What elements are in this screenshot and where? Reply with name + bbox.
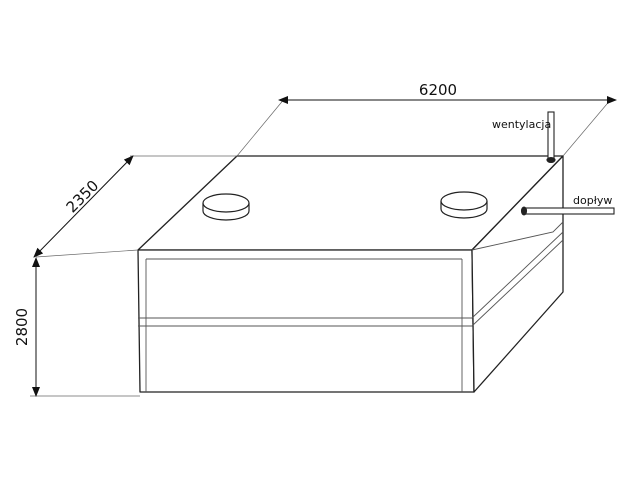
manhole-right	[440, 191, 488, 219]
front-seam-lower	[138, 239, 564, 327]
height-label: 2800	[13, 308, 31, 346]
dimension-lines	[32, 96, 617, 397]
inflow-label: dopływ	[573, 194, 612, 207]
ventilation-pipe	[546, 111, 556, 164]
tank-front-face	[137, 249, 475, 393]
tank-edges	[138, 221, 564, 392]
top-rim-side	[471, 221, 564, 251]
tank-side-face	[471, 155, 564, 393]
front-seam	[138, 231, 564, 319]
ventilation-label: wentylacja	[492, 118, 551, 131]
dim-line-width	[33, 155, 134, 258]
width-label: 2350	[63, 177, 103, 217]
length-label: 6200	[419, 81, 457, 99]
inflow-pipe	[520, 206, 615, 216]
manhole-left	[202, 193, 250, 221]
manholes	[202, 191, 488, 221]
tank-body	[137, 155, 564, 393]
